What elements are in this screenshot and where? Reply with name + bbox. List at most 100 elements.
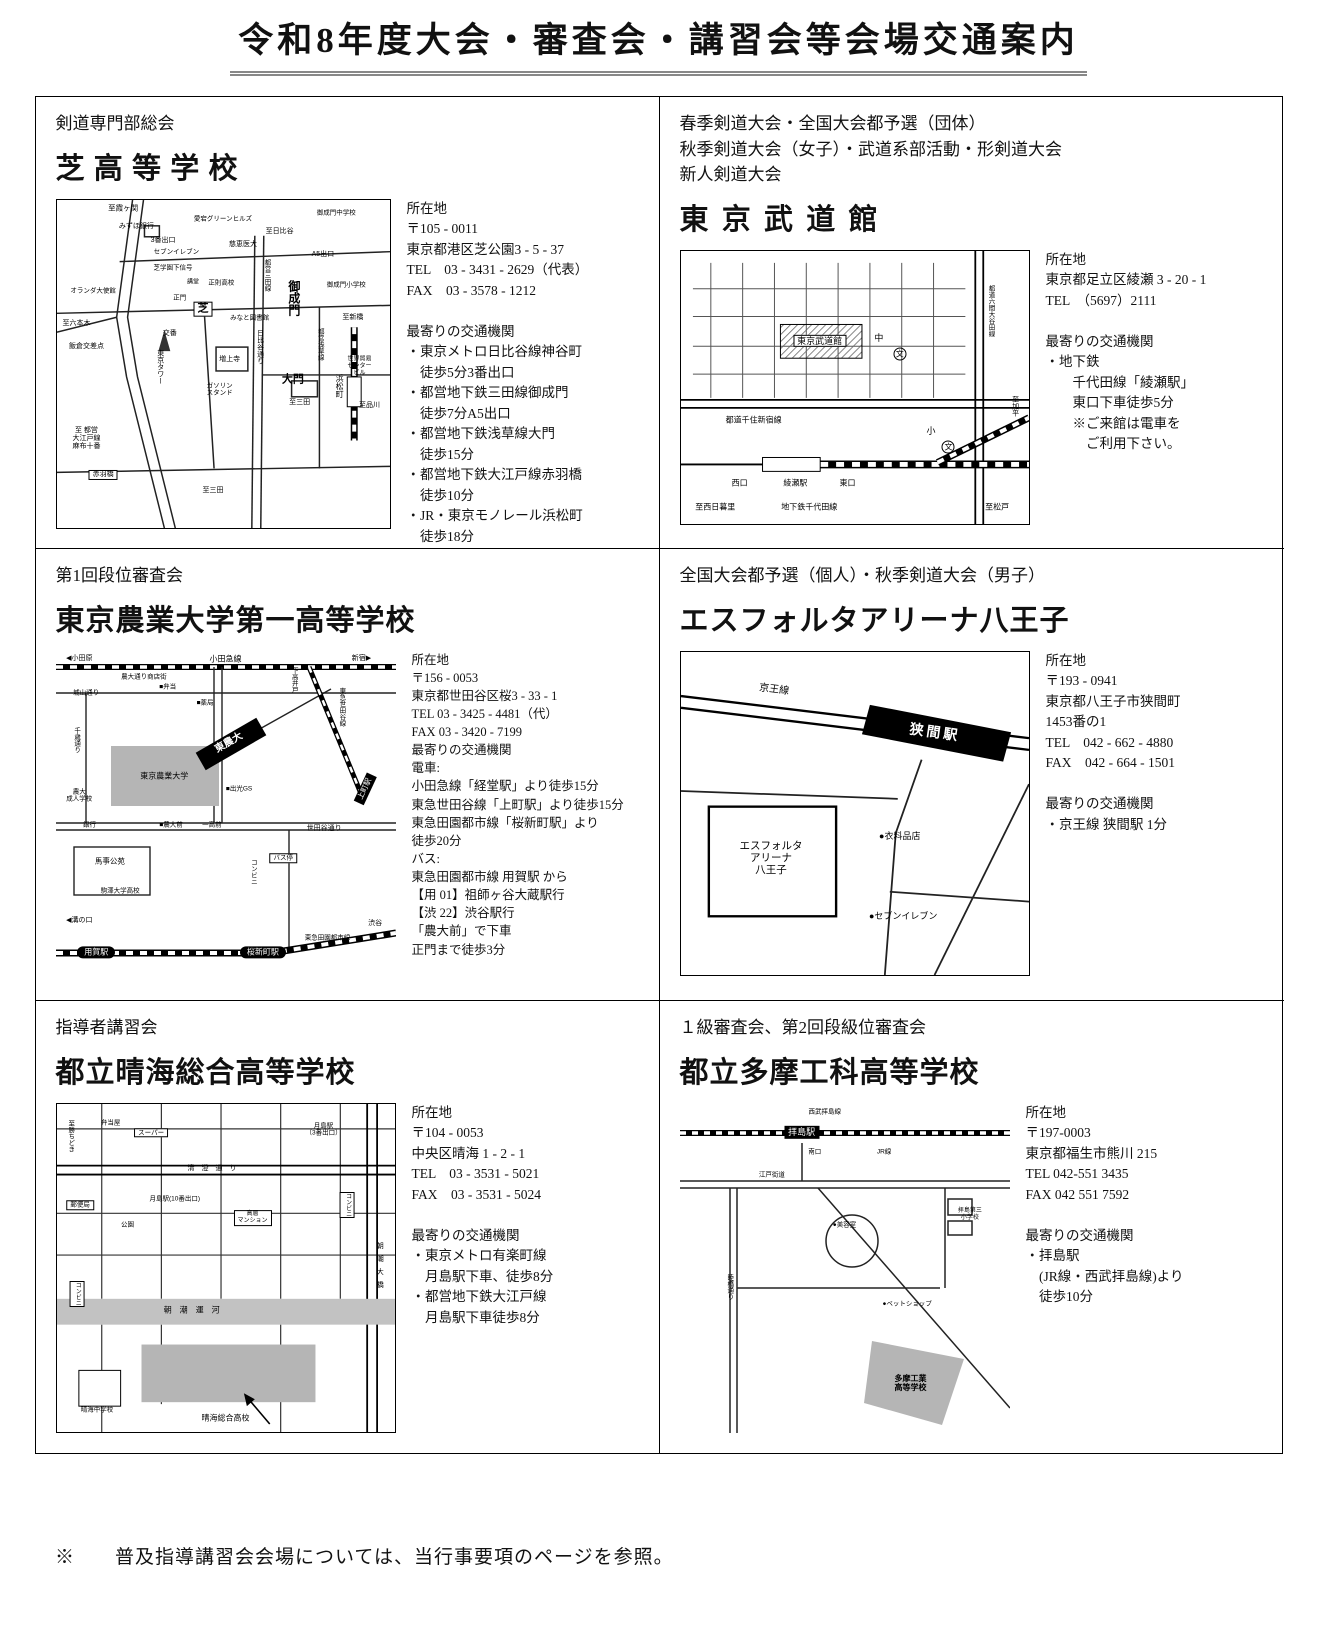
venue-info: 所在地 〒105 - 0011 東京都港区芝公園3 - 5 - 37 TEL 0… [406,200,589,544]
map-label: ■出光GS [225,785,253,793]
junior-high-block [77,1369,121,1407]
venue-name: 都立晴海総合高等学校 [55,1056,356,1089]
map-label: 東京武道館 [793,334,847,347]
venue-card-esforta-arena-hachioji: 全国大会都予選（個人）・秋季剣道大会（男子） エスフォルタアリーナ八王子 [659,549,1284,1001]
map-label: 多摩工業 高等学校 [894,1373,927,1392]
map-label: 月島駅(10番出口) [149,1194,201,1202]
venue-name: 芝 高 等 学 校 [55,152,239,185]
map-label: 馬事公苑 [94,856,125,866]
map-label: A5出口 [311,251,335,259]
map-label: ■農大前 [159,821,183,829]
map-label: みずほ銀行 [118,223,154,231]
map-label: 赤羽橋 [88,469,118,481]
map-label: 至西日暮里 [695,502,736,512]
map-label: 西口 [731,477,748,487]
map-label: ●ペットショップ [882,1300,932,1308]
map-label: ●セブンイレブン [869,911,938,922]
map-label: 3番出口 [150,236,176,244]
venue-info: 所在地 〒156 - 0053 東京都世田谷区桜3 - 33 - 1 TEL 0… [411,652,624,957]
map-label: 公園 [120,1221,134,1229]
map-label: 中 [874,332,884,343]
map-label: 日比谷通り [256,329,264,365]
map-label: 芝 [193,302,213,317]
map-label: 朝 潮 運 河 [163,1305,220,1315]
map-label: 都営三田線 [263,258,271,292]
map-label: 御成門小学校 [326,281,366,289]
map-label: 東急世田谷線 [337,687,345,727]
map-label: 都道六間大谷田線 [986,284,994,337]
map-label: オランダ大使館 [70,287,116,295]
map-label: バス停 [269,853,298,864]
map-label: 都道千住新宿線 [725,415,782,425]
map-label: 桜新町駅 [239,946,286,959]
map-label: 小田急線 [209,654,242,664]
map-label: 浜松町 [335,374,345,399]
map-label: 下高井戸 [290,667,298,694]
footnote: ※ 普及指導講習会会場については、当行事要項のページを参照。 [55,1547,674,1568]
venue-card-tama-koka-high-school: １級審査会、第2回段級位審査会 都立多摩工科高等学校 [660,1001,1284,1453]
event-name: 春季剣道大会・全国大会都予選（団体） 秋季剣道大会（女子）・武道系部活動・形剣道… [679,114,1063,184]
map-label: 晴海中学校 [80,1406,114,1414]
map-label: 朝潮大橋 [376,1241,384,1294]
arena-building [707,804,837,917]
map-label: 農大通り商店街 [121,673,167,681]
map-label: 城山通り [73,689,100,697]
map-label: スーパー [134,1128,169,1138]
nodai-map: ◀小田原小田急線新宿▶農大通り商店街城山通り■弁当下高井戸東急世田谷線■薬局千歳… [55,650,396,981]
tama-school-block [863,1340,964,1425]
event-name: 剣道専門部総会 [55,114,175,133]
map-label: ◀溝の口 [66,917,93,925]
map-label: 至三田 [202,487,224,495]
map-label: エスフォルタ アリーナ 八王子 [739,840,803,877]
tama-map-drawing [679,1129,1010,1433]
map-label: 交番 [162,329,177,337]
harumi-map-drawing [56,1103,395,1432]
venue-name: 都立多摩工科高等学校 [679,1056,980,1089]
map-label: 綾瀬駅 [783,477,808,487]
map-label: コンビニ [249,858,257,885]
map-label: 都営浅草線 [316,327,324,361]
venue-name: 東京農業大学第一高等学校 [55,604,416,637]
venue-card-harumi-sogo-high-school: 指導者講習会 都立晴海総合高等学校 [36,1001,660,1453]
map-label: 正門 [173,294,187,302]
junior-high-school-symbol: 文 [893,347,907,361]
map-label: 東京タワー [156,349,164,385]
map-label: コンビニ [69,1280,85,1307]
venue-info: 所在地 〒193 - 0941 東京都八王子市狭間町 1453番の1 TEL 0… [1045,652,1181,832]
map-label: 睦橋通り [725,1274,733,1301]
map-label: 小 [926,425,936,436]
map-label: 南口 [808,1148,822,1156]
map-label: ◀小田原 [66,654,93,662]
ayase-station-box [761,456,821,472]
map-label: 御成門 [286,279,301,316]
map-label: 東京農業大学 [140,771,189,781]
map-label: 用賀駅 [77,946,116,959]
map-label: 銀行 [83,821,96,829]
map-label: みなと図書館 [230,313,270,321]
esforta-map-drawing [680,694,1029,975]
map-label: 御成門中学校 [316,208,356,216]
elementary-school-symbol: 文 [941,440,955,454]
map-label: 東口 [839,477,856,487]
map-label: 至勝ちどき [66,1120,74,1153]
map-label: 拝島第三 小学校 [957,1207,982,1221]
map-label: 東急田園都市線 [304,933,351,941]
map-label: 講堂 [187,279,200,286]
map-label: 飯倉交差点 [68,343,104,351]
map-label: 至品川 [359,402,381,410]
venue-info: 所在地 〒104 - 0053 中央区晴海 1 - 2 - 1 TEL 03 -… [411,1104,554,1325]
map-label: 正則高校 [208,279,235,287]
esforta-map: 京王線狭間駅エスフォルタ アリーナ 八王子●衣料品店●セブンイレブン [679,650,1030,976]
event-name: １級審査会、第2回段級位審査会 [679,1018,927,1037]
map-label: 至新橋 [342,313,364,321]
map-label: セブンイレブン [153,248,200,256]
map-label: 大門 [281,373,304,386]
map-label: 世界貿易 センター ビル [347,356,372,377]
map-label: 芝学園下信号 [153,264,193,272]
harumi-map: 至勝ちどき弁当屋スーパー月島駅 （3番出口）清 澄 通 り月島駅(10番出口)郵… [55,1102,396,1433]
map-label: 郵便局 [66,1200,94,1210]
map-label: 渋谷 [368,920,383,928]
map-label: 至六本木 [62,320,91,328]
map-label: ●美容室 [832,1220,857,1228]
map-label: 江戸街道 [758,1171,785,1179]
